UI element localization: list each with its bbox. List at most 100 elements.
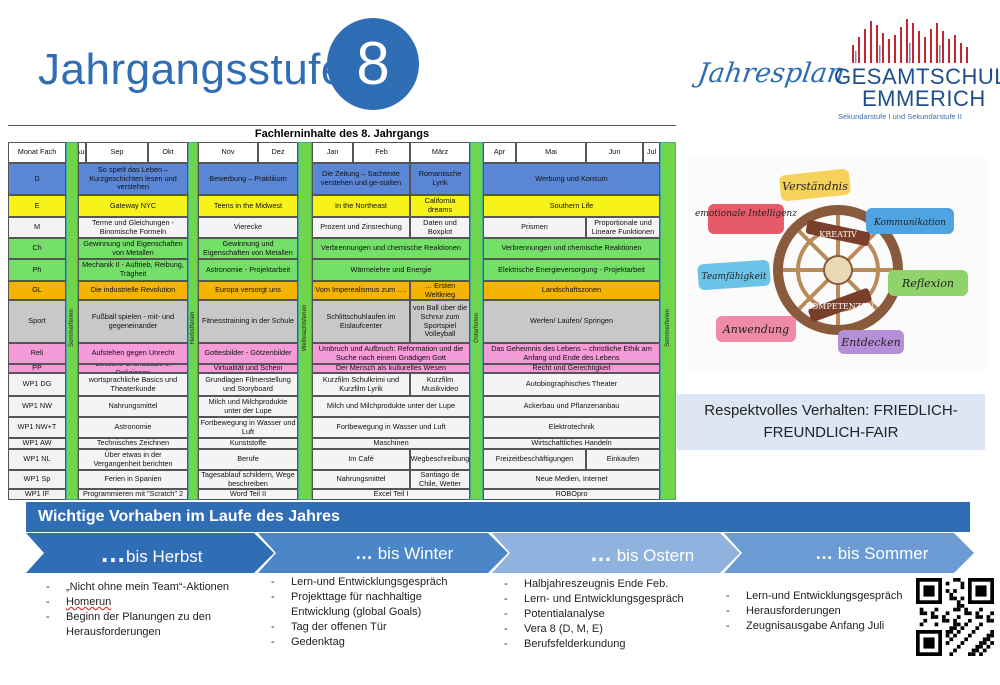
school-subtitle: Sekundarstufe I und Sekundarstufe II — [838, 112, 962, 121]
word-reflexion: Reflexion — [901, 277, 954, 290]
table-cell: Kurzfilm Musikvideo — [410, 373, 470, 396]
table-cell: Die industrielle Revolution — [78, 281, 188, 300]
timeline-arrows — [26, 533, 974, 573]
table-cell: Elektrische Energieversorgung - Projekta… — [483, 259, 660, 281]
grade-badge: 8 — [327, 18, 419, 110]
table-cell: Prozent und Zinsrechung — [312, 217, 410, 238]
table-cell: Gewinnung und Eigenschaften von Metallen — [78, 238, 188, 259]
phase-title: bis Herbst — [126, 547, 203, 566]
table-cell: Tagesablauf schildern, Wege beschreiben — [198, 470, 298, 489]
table-cell: Vierecke — [198, 217, 298, 238]
subject-label: Ch — [8, 238, 66, 259]
subject-label: PP — [8, 364, 66, 373]
table-cell: Autobiographisches Theater — [483, 373, 660, 396]
table-cell: Der Mensch als kulturelles Wesen — [312, 364, 470, 373]
table-cell: Über etwas in der Vergangenheit berichte… — [78, 449, 188, 470]
subject-label: GL — [8, 281, 66, 300]
table-cell: Fitnesstraining in der Schule — [198, 300, 298, 343]
phase-item: Tag der offenen Tür — [271, 620, 480, 635]
table-cell: ROBOpro — [483, 489, 660, 500]
subject-label: E — [8, 195, 66, 217]
word-kommunikation: Kommunikation — [873, 218, 946, 228]
word-emotionale-intelligenz: emotionale Intelligenz — [695, 209, 797, 219]
table-cell: Umbruch und Aufbruch: Reformation und di… — [312, 343, 470, 364]
table-cell: Programmieren mit "Scratch" 2 — [78, 489, 188, 500]
phase-item: Beginn der Planungen zu den Herausforder… — [46, 610, 250, 640]
table-cell: Fortbewegung in Wasser und Luft — [198, 417, 298, 438]
table-cell: Gottesbilder - Götzenbilder — [198, 343, 298, 364]
table-cell: Southern Life — [483, 195, 660, 217]
table-cell: … Ersten Weltkrieg — [410, 281, 470, 300]
word-verstaendnis: Verständnis — [782, 180, 848, 193]
subject-label: WP1 AW — [8, 438, 66, 449]
holiday-label: Sommerferien — [69, 309, 75, 347]
holiday-label: Herbstferien — [190, 311, 196, 345]
phase-item: Lern-und Entwicklungsgespräch — [726, 589, 910, 604]
month-header: Nov — [198, 142, 258, 163]
subject-label: Reli — [8, 343, 66, 364]
table-cell: So spielt das Leben – Kurzgeschichten le… — [78, 163, 188, 195]
phase-item: Projekttage für nachhaltige Entwicklung … — [271, 590, 480, 620]
table-cell: Virtualität und Schein — [198, 364, 298, 373]
word-anwendung: Anwendung — [722, 323, 789, 336]
table-cell: Fußball spielen - mit- und gegeneinander — [78, 300, 188, 343]
word-kompetenzen: KOMPETENZEN — [806, 302, 874, 311]
table-cell: Bewerbung – Praktikum — [198, 163, 298, 195]
table-cell: Das Geheimnis des Lebens – christliche E… — [483, 343, 660, 364]
table-cell: Werfen/ Laufen/ Springen — [483, 300, 660, 343]
phase-item: Halbjahreszeugnis Ende Feb. — [504, 577, 708, 592]
plan-label: Jahresplan — [695, 58, 847, 89]
month-header: Jan — [312, 142, 353, 163]
month-header: Apr — [483, 142, 516, 163]
phase-title: bis Ostern — [612, 546, 695, 565]
month-header: März — [410, 142, 470, 163]
table-cell: Proportionale und Lineare Funktionen — [586, 217, 660, 238]
table-cell: California dreams — [410, 195, 470, 217]
table-cell: Kunststoffe — [198, 438, 298, 449]
table-cell: Teens in the Midwest — [198, 195, 298, 217]
school-logo-icon — [852, 19, 968, 63]
month-header: Jun — [586, 142, 643, 163]
table-cell: Ackerbau und Pflanzenanbau — [483, 396, 660, 417]
table-cell: Mechanik II - Auftrieb, Reibung, Träghei… — [78, 259, 188, 281]
phase-item: Herausforderungen — [726, 604, 910, 619]
table-cell: Freizeitbeschäftigungen — [483, 449, 586, 470]
month-header: Jul — [643, 142, 660, 163]
subject-label: WP1 NW+T — [8, 417, 66, 438]
page-title: Jahrgangsstufe — [38, 45, 346, 94]
table-cell: Verbrennungen und chemische Reaktionen — [483, 238, 660, 259]
table-cell: Elektrotechnik — [483, 417, 660, 438]
table-cell: Kurzfilm Schulkrimi und Kurzfilm Lyrik — [312, 373, 410, 396]
phase-item: Berufsfelderkundung — [504, 637, 708, 652]
table-cell: Vom Imperealismus zum …. — [312, 281, 410, 300]
table-cell: Maschinen — [312, 438, 470, 449]
holiday-label: Osterferien — [473, 313, 480, 343]
phase-list: „Nicht ohne mein Team“-AktionenHomerunBe… — [30, 580, 250, 640]
table-cell: In the Northeast — [312, 195, 410, 217]
month-header: Feb — [353, 142, 410, 163]
table-cell: Astronomie - Projektarbeit — [198, 259, 298, 281]
table-cell: Prismen — [483, 217, 586, 238]
phase-dots: … — [355, 543, 373, 563]
subject-label: D — [8, 163, 66, 195]
month-header: Mai — [516, 142, 586, 163]
table-cell: Aufstehen gegen Unrecht — [78, 343, 188, 364]
holiday-label: Weihnachtsferien — [302, 304, 308, 352]
phase-item: Potentialanalyse — [504, 607, 708, 622]
table-cell: Nahrungsmittel — [78, 396, 188, 417]
school-name-line2: EMMERICH — [862, 86, 986, 111]
table-cell: Gewinnung und Eigenschaften von Metallen — [198, 238, 298, 259]
holiday-bar — [660, 142, 676, 500]
subject-label: Ph — [8, 259, 66, 281]
table-cell: Terme und Gleichungen - Binomische Forme… — [78, 217, 188, 238]
table-cell: Recht und Gerechtigkeit — [483, 364, 660, 373]
table-cell: wortsprachliche Basics und Theaterkunde — [78, 373, 188, 396]
table-cell: Schlittschuhlaufen im Eislaufcenter — [312, 300, 410, 343]
table-cell: Excel Teil I — [312, 489, 470, 500]
holiday-bar — [66, 142, 78, 500]
table-cell: Romantische Lyrik — [410, 163, 470, 195]
table-corner: Monat Fach — [8, 142, 66, 163]
vorhaben-header: Wichtige Vorhaben im Laufe des Jahres — [26, 502, 970, 532]
subject-label: Sport — [8, 300, 66, 343]
table-cell: Daten und Boxplot — [410, 217, 470, 238]
